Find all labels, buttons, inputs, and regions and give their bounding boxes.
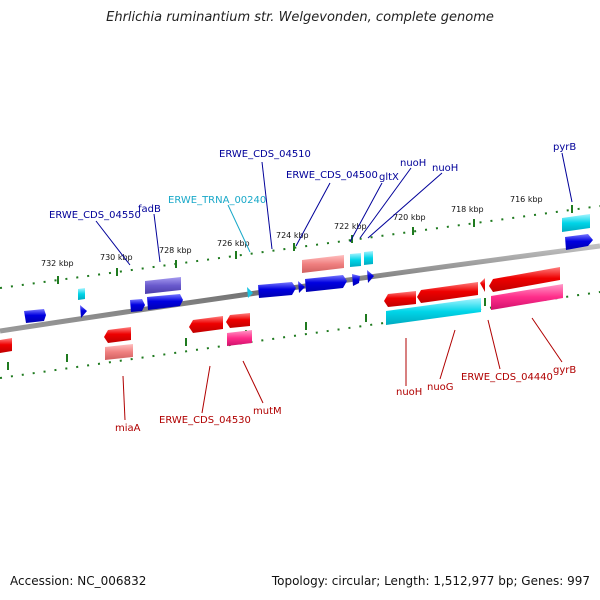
- upper-tick-ring: [0, 205, 600, 289]
- gene-arrow: [384, 291, 416, 307]
- accession-text: Accession: NC_006832: [10, 574, 147, 588]
- tick-labels: 716 kbp 718 kbp 720 kbp 722 kbp 724 kbp …: [41, 195, 543, 268]
- gene-arrow: [130, 299, 145, 312]
- gene-arrow: [305, 275, 347, 292]
- cog-block: [78, 288, 85, 300]
- gene-arrow: [104, 327, 131, 343]
- gene-arrow: [258, 282, 296, 298]
- cog-block: [386, 298, 481, 325]
- gene-label: nuoH: [396, 387, 422, 398]
- gene-label: ERWE_CDS_04550: [49, 210, 141, 221]
- cog-block: [145, 277, 181, 294]
- tick-label: 724 kbp: [276, 231, 309, 240]
- gene-label: nuoH: [432, 163, 458, 174]
- reverse-cog-track: [105, 284, 563, 360]
- gene-label: miaA: [115, 423, 141, 434]
- gene-label: mutM: [253, 406, 282, 417]
- gene-label: fadB: [138, 204, 161, 215]
- gene-arrow: [24, 309, 46, 323]
- gene-label: ERWE_CDS_04500: [286, 170, 378, 181]
- gene-arrow: [226, 313, 250, 328]
- gene-label: ERWE_TRNA_00240: [168, 195, 266, 206]
- forward-strand-genes: [24, 234, 593, 323]
- gene-arrow: [189, 316, 223, 333]
- gene-label: ERWE_CDS_04440: [461, 372, 553, 383]
- gene-arrow: [489, 267, 560, 292]
- trna-arrow: [247, 287, 253, 298]
- reverse-strand-genes: [0, 267, 560, 353]
- gene-arrow: [565, 234, 593, 250]
- gene-label: pyrB: [553, 142, 576, 153]
- gene-arrow: [80, 305, 87, 318]
- cog-block: [562, 214, 590, 232]
- lower-gene-labels: gyrB ERWE_CDS_04440 nuoG nuoH mutM ERWE_…: [115, 365, 576, 434]
- cog-block: [227, 330, 252, 346]
- gene-label: nuoH: [400, 158, 426, 169]
- upper-gene-labels: pyrB nuoH nuoH gltX ERWE_CDS_04500 ERWE_…: [49, 142, 576, 221]
- map-title: Ehrlichia ruminantium str. Welgevonden, …: [106, 10, 494, 25]
- cog-block: [491, 284, 563, 310]
- genome-summary-text: Topology: circular; Length: 1,512,977 bp…: [271, 574, 590, 588]
- tick-label: 722 kbp: [334, 222, 367, 231]
- gene-arrow: [352, 274, 360, 286]
- gene-arrow: [147, 294, 183, 310]
- upper-leader-lines: [95, 152, 573, 266]
- tick-label: 726 kbp: [217, 239, 250, 248]
- tick-label: 720 kbp: [393, 213, 426, 222]
- gene-arrow: [298, 281, 305, 293]
- tick-label: 718 kbp: [451, 205, 484, 214]
- tick-label: 732 kbp: [41, 259, 74, 268]
- gene-arrow: [480, 278, 485, 292]
- gene-label: ERWE_CDS_04510: [219, 149, 311, 160]
- gene-label: nuoG: [427, 382, 454, 393]
- gene-arrow: [0, 338, 12, 353]
- forward-cog-track: [78, 214, 590, 300]
- gene-label: gyrB: [553, 365, 576, 376]
- gene-arrow: [367, 270, 374, 283]
- tick-label: 730 kbp: [100, 253, 133, 262]
- gene-label: ERWE_CDS_04530: [159, 415, 251, 426]
- gene-arrow: [417, 282, 478, 303]
- cog-block: [350, 253, 361, 267]
- cog-block: [105, 344, 133, 360]
- tick-label: 716 kbp: [510, 195, 543, 204]
- gene-label: gltX: [379, 172, 399, 183]
- cog-block: [364, 251, 373, 265]
- trna-leader-line: [227, 204, 251, 253]
- cog-block: [302, 255, 344, 273]
- tick-label: 728 kbp: [159, 246, 192, 255]
- lower-leader-lines: [122, 317, 563, 421]
